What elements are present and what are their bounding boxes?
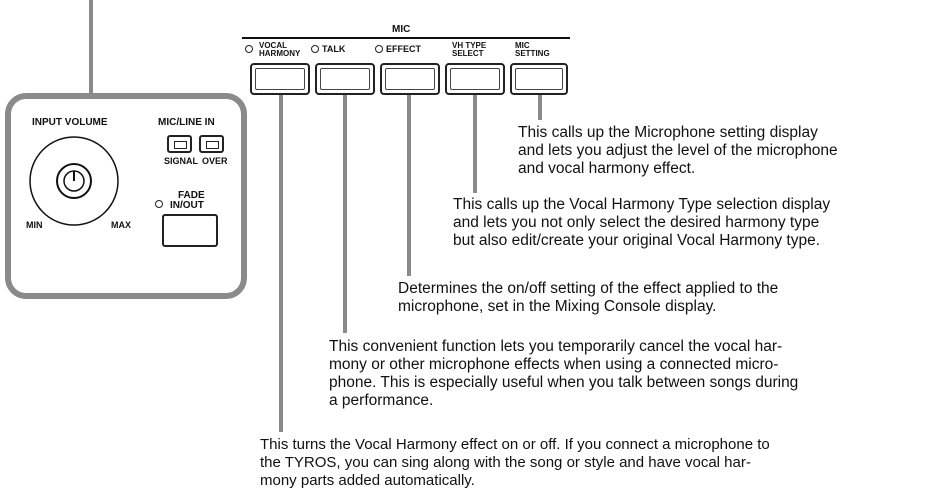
talk-label: TALK <box>322 44 346 54</box>
vocal-harmony-description: This turns the Vocal Harmony effect on o… <box>260 436 770 489</box>
fade-in-out-button[interactable] <box>162 214 218 247</box>
fade-led <box>155 200 163 208</box>
over-indicator <box>199 135 224 153</box>
mic-line-in-label: MIC/LINE IN <box>158 117 215 128</box>
talk-led <box>311 45 319 53</box>
vocal-harmony-led <box>245 45 253 53</box>
effect-description: Determines the on/off setting of the eff… <box>398 280 779 315</box>
over-label: OVER <box>202 156 228 166</box>
volume-max-label: MAX <box>111 220 131 230</box>
mic-setting-button[interactable] <box>510 63 568 95</box>
input-panel-frame <box>5 93 247 299</box>
talk-description: This convenient function lets you tempor… <box>329 338 799 409</box>
signal-indicator <box>167 135 192 153</box>
vh-type-select-button[interactable] <box>445 63 505 95</box>
input-volume-label: INPUT VOLUME <box>32 117 108 128</box>
effect-label: EFFECT <box>386 44 421 54</box>
effect-button[interactable] <box>380 63 440 95</box>
talk-button[interactable] <box>315 63 375 95</box>
mic-setting-description: This calls up the Microphone setting dis… <box>518 124 838 177</box>
vh-type-select-description: This calls up the Vocal Harmony Type sel… <box>453 196 831 249</box>
signal-label: SIGNAL <box>164 156 199 166</box>
effect-led <box>375 45 383 53</box>
mic-title: MIC <box>392 24 411 35</box>
vocal-harmony-button[interactable] <box>250 63 310 95</box>
volume-range-circle <box>29 136 119 226</box>
volume-min-label: MIN <box>26 220 43 230</box>
